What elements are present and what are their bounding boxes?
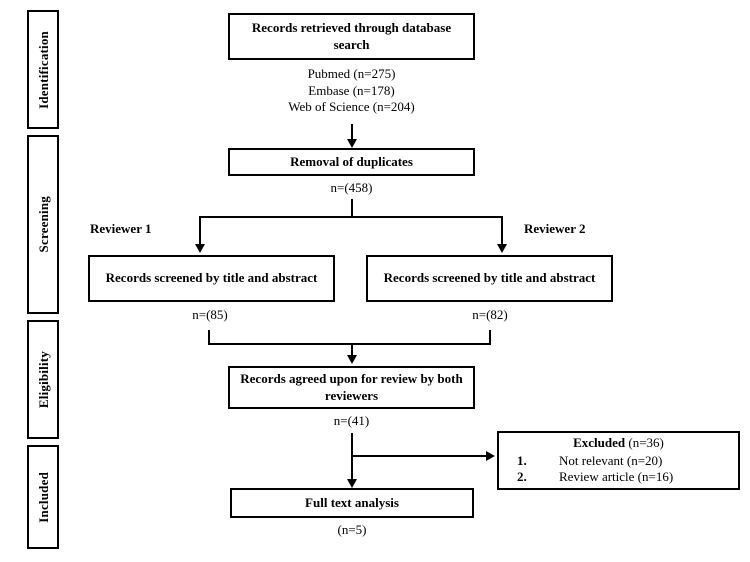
excluded-content: Excluded (n=36) 1. Not relevant (n=20) 2… [503,435,734,487]
box-full-text-analysis-label: Full text analysis [305,494,399,510]
box-records-retrieved: Records retrieved through database searc… [228,13,475,60]
excluded-item: 1. Not relevant (n=20) [503,453,734,470]
box-removal-of-duplicates: Removal of duplicates [228,148,475,176]
excluded-item: 2. Review article (n=16) [503,469,734,486]
stage-screening-label: Screening [35,196,51,253]
connector-duplicates-split-stem [351,199,353,217]
connector-split-right-drop [501,216,503,246]
box-excluded: Excluded (n=36) 1. Not relevant (n=20) 2… [497,431,740,490]
excluded-title-bold: Excluded [573,434,626,450]
box-records-screened-reviewer1-label: Records screened by title and abstract [105,270,318,286]
excluded-title: Excluded (n=36) [503,435,734,452]
box-full-text-analysis: Full text analysis [230,488,474,518]
box-removal-of-duplicates-label: Removal of duplicates [290,153,413,169]
stage-included: Included [27,445,59,549]
box-records-screened-reviewer2: Records screened by title and abstract [366,255,613,302]
box-records-screened-reviewer2-label: Records screened by title and abstract [383,270,596,286]
connector-merge-right-stem [489,330,491,344]
stage-eligibility: Eligibility [27,320,59,439]
connector-duplicates-split-bar [199,216,503,218]
stage-identification-label: Identification [35,30,51,109]
label-reviewer-1: Reviewer 1 [90,221,152,236]
caption-reviewer2-count: n=(82) [472,307,508,322]
arrow-retrieved-to-duplicates [347,139,357,148]
box-records-agreed: Records agreed upon for review by both r… [228,366,475,409]
arrow-merge-to-agreed [347,355,357,364]
excluded-item-number: 2. [517,469,527,485]
stage-eligibility-label: Eligibility [35,350,51,409]
caption-after-duplicates-count: n=(458) [330,180,373,195]
connector-to-excluded [351,455,488,457]
arrow-split-left [195,244,205,253]
caption-agreed-count: n=(41) [333,413,370,428]
arrow-to-excluded [486,451,495,461]
caption-reviewer1-count: n=(85) [192,307,228,322]
connector-merge-drop [351,343,353,357]
excluded-item-number: 1. [517,452,527,468]
arrow-split-right [497,244,507,253]
connector-split-left-drop [199,216,201,246]
label-reviewer-2: Reviewer 2 [524,221,586,236]
box-records-agreed-label: Records agreed upon for review by both r… [240,371,463,403]
excluded-item-text: Not relevant (n=20) [559,452,663,468]
excluded-item-text: Review article (n=16) [559,469,674,485]
connector-merge-left-stem [208,330,210,344]
box-records-screened-reviewer1: Records screened by title and abstract [88,255,335,302]
arrow-to-full-text [347,479,357,488]
caption-database-counts: Pubmed (n=275) Embase (n=178) Web of Sci… [288,66,415,115]
connector-retrieved-to-duplicates [351,124,353,141]
stage-included-label: Included [35,471,51,523]
stage-identification: Identification [27,10,59,129]
caption-full-text-count: (n=5) [337,522,367,537]
excluded-title-count: (n=36) [625,434,664,450]
stage-screening: Screening [27,135,59,314]
connector-merge-bar [208,343,491,345]
box-records-retrieved-label: Records retrieved through database searc… [251,20,452,52]
connector-agreed-stem [351,433,353,481]
